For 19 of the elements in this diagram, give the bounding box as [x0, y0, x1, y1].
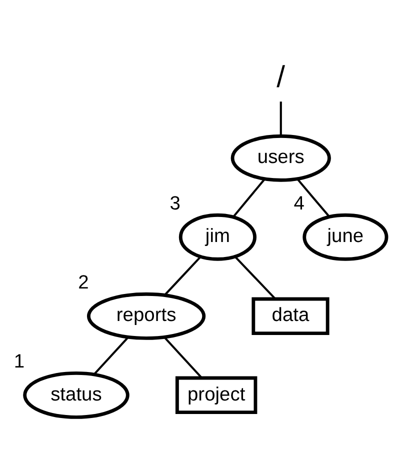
node-ellipse: users [230, 134, 331, 182]
node-label: 3 [170, 193, 180, 214]
connector [280, 101, 282, 135]
node-ellipse: june [302, 212, 388, 260]
node-ellipse: jim [178, 212, 256, 260]
node-label: 1 [14, 351, 25, 372]
connector [296, 178, 330, 217]
node-ellipse: reports [86, 292, 206, 340]
node-label: 4 [294, 193, 305, 214]
node-label: 2 [78, 272, 89, 294]
node-box: project [175, 376, 258, 414]
connector [234, 256, 276, 299]
connector [232, 178, 266, 217]
connector [94, 336, 129, 374]
connector [164, 336, 202, 378]
connector [164, 256, 202, 296]
node-box: data [252, 296, 330, 335]
node-ellipse: status [23, 370, 130, 418]
node-text: / [276, 60, 286, 94]
